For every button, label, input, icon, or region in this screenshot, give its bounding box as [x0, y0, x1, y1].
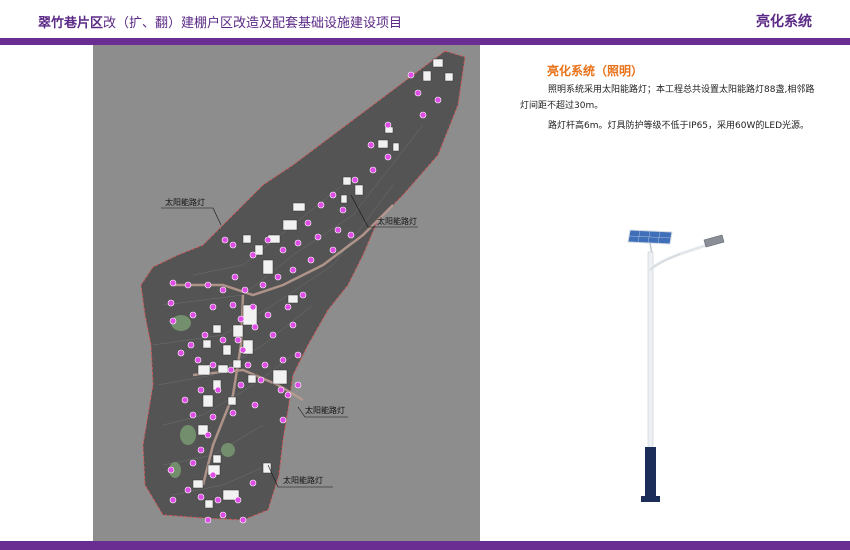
solar-street-lamp-illustration — [600, 222, 750, 512]
section-title: 亮化系统 — [756, 14, 812, 30]
led-lamp-head-icon — [703, 234, 725, 248]
solar-panel-icon — [627, 229, 673, 255]
header: 翠竹巷片区改（扩、翻）建棚户区改造及配套基础设施建设项目 亮化系统 — [0, 0, 850, 38]
site-lighting-plan: 太阳能路灯 太阳能路灯 太阳能路灯 太阳能路灯 — [93, 45, 480, 541]
project-title: 翠竹巷片区改（扩、翻）建棚户区改造及配套基础设施建设项目 — [38, 16, 403, 31]
lighting-subtitle: 亮化系统（照明） — [547, 64, 644, 78]
plan-drawing: 太阳能路灯 太阳能路灯 太阳能路灯 太阳能路灯 — [140, 50, 466, 524]
top-divider-bar — [0, 38, 850, 45]
solar-lamp-markers — [167, 71, 442, 524]
callout-solar-lamp-2: 太阳能路灯 — [377, 216, 417, 226]
lighting-paragraph-2: 路灯杆高6m。灯具防护等级不低于IP65，采用60W的LED光源。 — [548, 121, 810, 131]
callout-solar-lamp-4: 太阳能路灯 — [283, 475, 323, 485]
callout-solar-lamp-3: 太阳能路灯 — [305, 405, 345, 415]
lighting-paragraph-1: 照明系统采用太阳能路灯；本工程总共设置太阳能路灯88盏,相邻路灯间距不超过30m… — [520, 85, 815, 111]
callout-solar-lamp-1: 太阳能路灯 — [165, 197, 205, 207]
site-boundary — [140, 50, 466, 521]
bottom-divider-bar — [0, 541, 850, 550]
